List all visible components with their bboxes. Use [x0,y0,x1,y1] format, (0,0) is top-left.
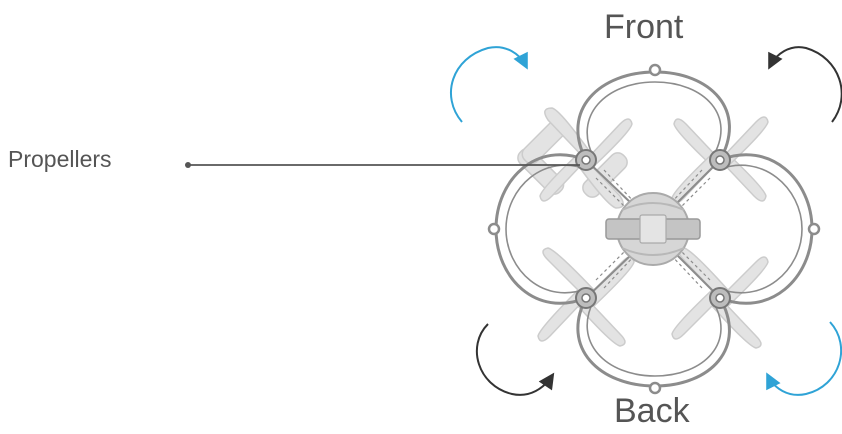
motor-back-left [575,287,597,309]
back-label: Back [614,392,690,430]
motor-front-right [709,149,731,171]
frame-tabs [487,63,821,395]
rotation-arrow-front-right-icon [768,46,842,123]
motor-front-left [575,149,597,171]
drone-body [605,192,701,266]
rotation-arrow-front-left-icon [450,46,528,123]
rotation-arrow-back-left-icon [475,323,555,396]
propellers-label: Propellers [8,146,112,172]
motor-back-right [709,287,731,309]
front-label: Front [604,8,684,46]
propellers-leader-line [185,162,580,168]
rotation-arrow-back-right-icon [766,321,842,396]
